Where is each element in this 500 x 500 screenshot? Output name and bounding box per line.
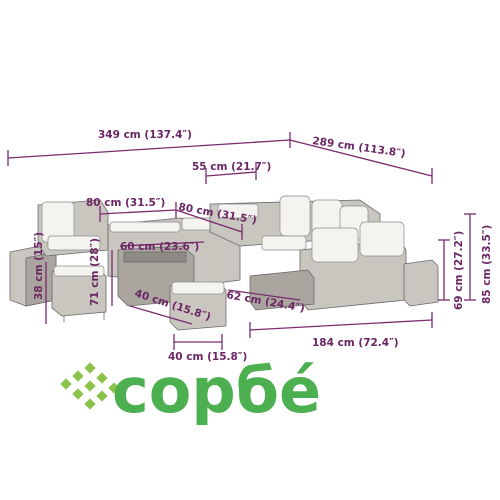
seat-cushion-1: [47, 235, 101, 251]
label-armrest-width: 55 cm (21.7″): [192, 161, 271, 173]
label-total-width-right: 289 cm (113.8″): [312, 135, 407, 160]
back-cushion-2: [279, 195, 311, 237]
label-seat-width-a: 80 cm (31.5″): [86, 197, 165, 209]
label-table-width: 60 cm (23.6″): [120, 241, 199, 253]
logo-text: copбé: [112, 354, 321, 427]
back-cushion-6: [359, 221, 405, 257]
label-back-height: 85 cm (33.5″): [481, 225, 493, 304]
label-sofa-depth: 184 cm (72.4″): [312, 337, 399, 349]
dimension-lines: [7, 132, 476, 350]
label-table-height: 71 cm (28″): [89, 238, 101, 306]
label-total-width-left: 349 cm (137.4″): [98, 129, 192, 141]
logo: copбé: [60, 354, 321, 427]
back-cushion-5: [311, 227, 359, 263]
furniture-illustration: [9, 195, 439, 331]
label-seat-height: 69 cm (27.2″): [453, 231, 465, 310]
side-table-right: [403, 259, 439, 307]
logo-mark-icon: [60, 362, 120, 410]
label-side-table-width: 38 cm (15″): [33, 232, 45, 300]
label-ottoman-width: 40 cm (15.8″): [168, 351, 247, 363]
